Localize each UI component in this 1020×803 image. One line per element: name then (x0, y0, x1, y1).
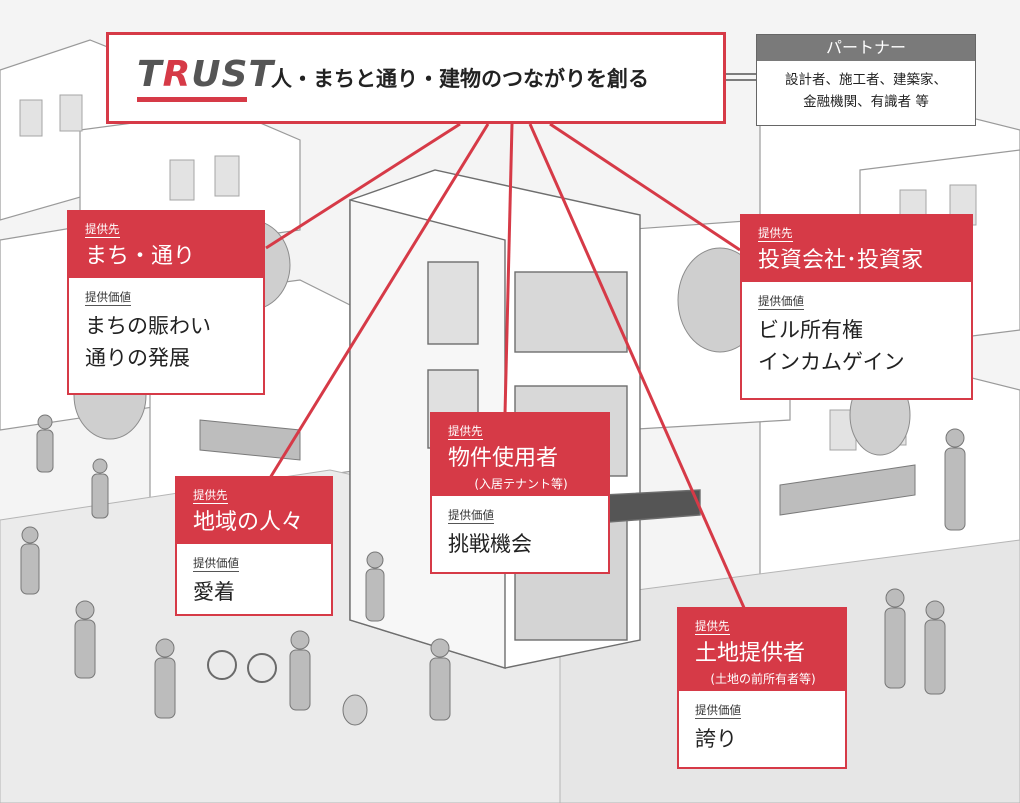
person (945, 448, 965, 530)
value-text: 挑戦機会 (448, 528, 594, 560)
person (431, 639, 449, 657)
value-text: 愛着 (193, 576, 317, 608)
person (886, 589, 904, 607)
header-box: TRUST 人・まちと通り・建物のつながりを創る (106, 32, 726, 124)
person (291, 631, 309, 649)
value-text: ビル所有権 (758, 314, 957, 346)
value-label: 提供価値 (758, 294, 804, 310)
card-investor: 提供先 投資会社･投資家 提供価値 ビル所有権 インカムゲイン (740, 214, 973, 400)
card-title: 土地提供者 (695, 639, 831, 669)
card-machi-dori: 提供先 まち・通り 提供価値 まちの賑わい 通りの発展 (67, 210, 265, 395)
person (367, 552, 383, 568)
card-label: 提供先 (448, 424, 483, 440)
card-label: 提供先 (193, 488, 228, 504)
window (20, 100, 42, 136)
value-label: 提供価値 (193, 556, 239, 572)
value-label: 提供価値 (695, 703, 741, 719)
partner-line: 金融機関、有識者 等 (757, 91, 975, 113)
person (155, 658, 175, 718)
person (21, 544, 39, 594)
card-title: 物件使用者 (448, 444, 594, 474)
trust-logo: TRUST (137, 55, 249, 105)
balloon (343, 695, 367, 725)
value-text: インカムゲイン (758, 346, 957, 378)
card-subtitle: (土地の前所有者等) (695, 671, 831, 687)
person (38, 415, 52, 429)
card-title: まち・通り (85, 242, 249, 272)
person (93, 459, 107, 473)
card-title: 投資会社･投資家 (758, 246, 957, 276)
card-label: 提供先 (758, 226, 793, 242)
person (92, 474, 108, 518)
card-label: 提供先 (85, 222, 120, 238)
window (170, 160, 194, 200)
person (430, 658, 450, 720)
person (22, 527, 38, 543)
person (885, 608, 905, 688)
card-title: 地域の人々 (193, 508, 317, 538)
person (156, 639, 174, 657)
window (60, 95, 82, 131)
card-tenant: 提供先 物件使用者 (入居テナント等) 提供価値 挑戦機会 (430, 412, 610, 574)
tagline: 人・まちと通り・建物のつながりを創る (271, 63, 649, 93)
window (428, 262, 478, 344)
person (926, 601, 944, 619)
value-text: 通りの発展 (85, 342, 249, 374)
value-label: 提供価値 (85, 290, 131, 306)
person (75, 620, 95, 678)
person (946, 429, 964, 447)
partner-box: パートナー 設計者、施工者、建築家、 金融機関、有識者 等 (756, 34, 976, 126)
value-text: まちの賑わい (85, 310, 249, 342)
card-local-people: 提供先 地域の人々 提供価値 愛着 (175, 476, 333, 616)
person (925, 620, 945, 694)
card-label: 提供先 (695, 619, 730, 635)
partner-title: パートナー (757, 35, 975, 61)
value-label: 提供価値 (448, 508, 494, 524)
window (515, 272, 627, 352)
value-text: 誇り (695, 723, 831, 755)
person (290, 650, 310, 710)
person (76, 601, 94, 619)
person (366, 569, 384, 621)
window (215, 156, 239, 196)
card-subtitle: (入居テナント等) (448, 476, 594, 492)
card-land-provider: 提供先 土地提供者 (土地の前所有者等) 提供価値 誇り (677, 607, 847, 769)
person (37, 430, 53, 472)
logo-underline (137, 97, 247, 102)
partner-line: 設計者、施工者、建築家、 (757, 69, 975, 91)
